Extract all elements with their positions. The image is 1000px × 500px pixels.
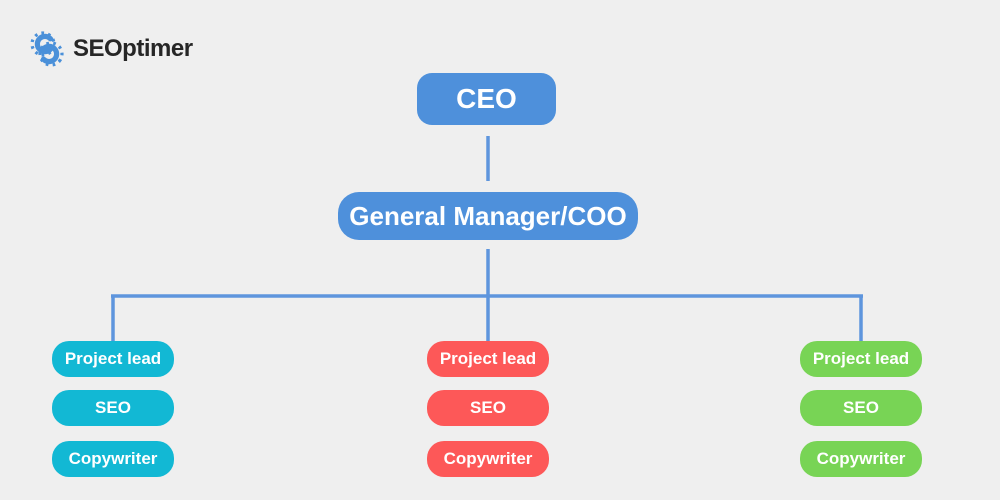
seoptimer-logo-text: SEOptimer	[73, 35, 193, 62]
node-team2-project-lead: Project lead	[427, 341, 549, 377]
node-team3-copywriter: Copywriter	[800, 441, 922, 477]
node-general-manager-coo: General Manager/COO	[338, 192, 638, 240]
seoptimer-gears-icon	[29, 30, 65, 68]
node-team2-seo: SEO	[427, 390, 549, 426]
node-team3-seo: SEO	[800, 390, 922, 426]
node-team1-copywriter: Copywriter	[52, 441, 174, 477]
node-ceo: CEO	[417, 73, 556, 125]
node-team3-project-lead: Project lead	[800, 341, 922, 377]
node-team1-seo: SEO	[52, 390, 174, 426]
seoptimer-logo: SEOptimer	[29, 30, 193, 68]
node-team1-project-lead: Project lead	[52, 341, 174, 377]
node-team2-copywriter: Copywriter	[427, 441, 549, 477]
